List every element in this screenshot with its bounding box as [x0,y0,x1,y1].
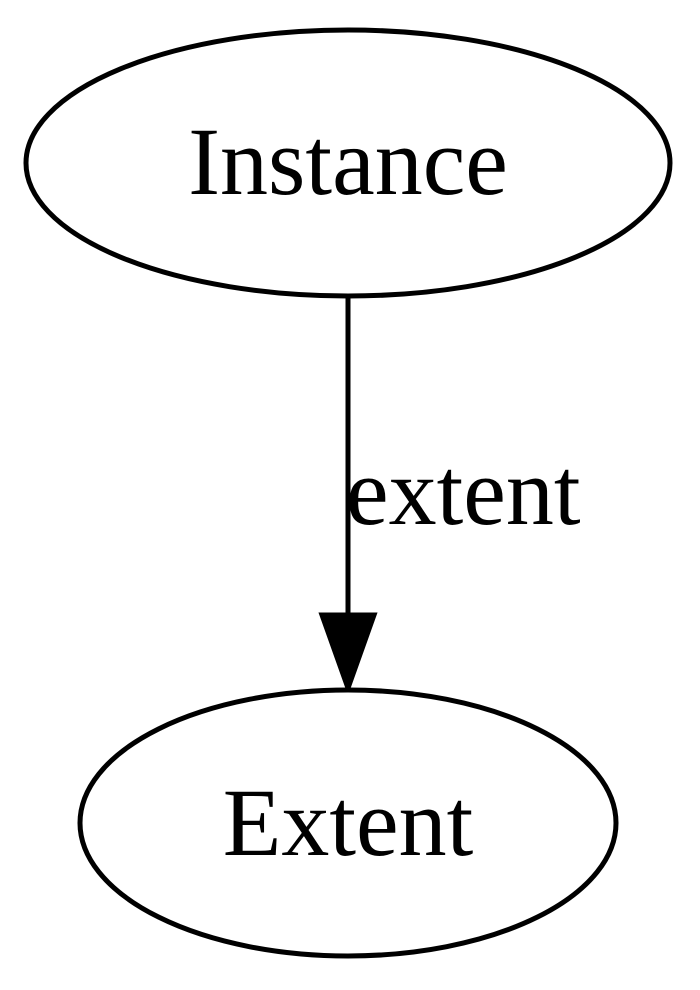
node-instance-shape [23,27,673,299]
node-instance-label: Instance [188,108,508,215]
edge-label: extent [346,438,581,545]
node-instance[interactable]: Instance [23,27,673,299]
node-extent[interactable]: Extent [77,687,619,959]
edge-arrowhead [318,612,378,696]
edge-instance-to-extent[interactable]: extent [318,298,581,696]
node-extent-label: Extent [223,769,474,876]
node-extent-shape [77,687,619,959]
